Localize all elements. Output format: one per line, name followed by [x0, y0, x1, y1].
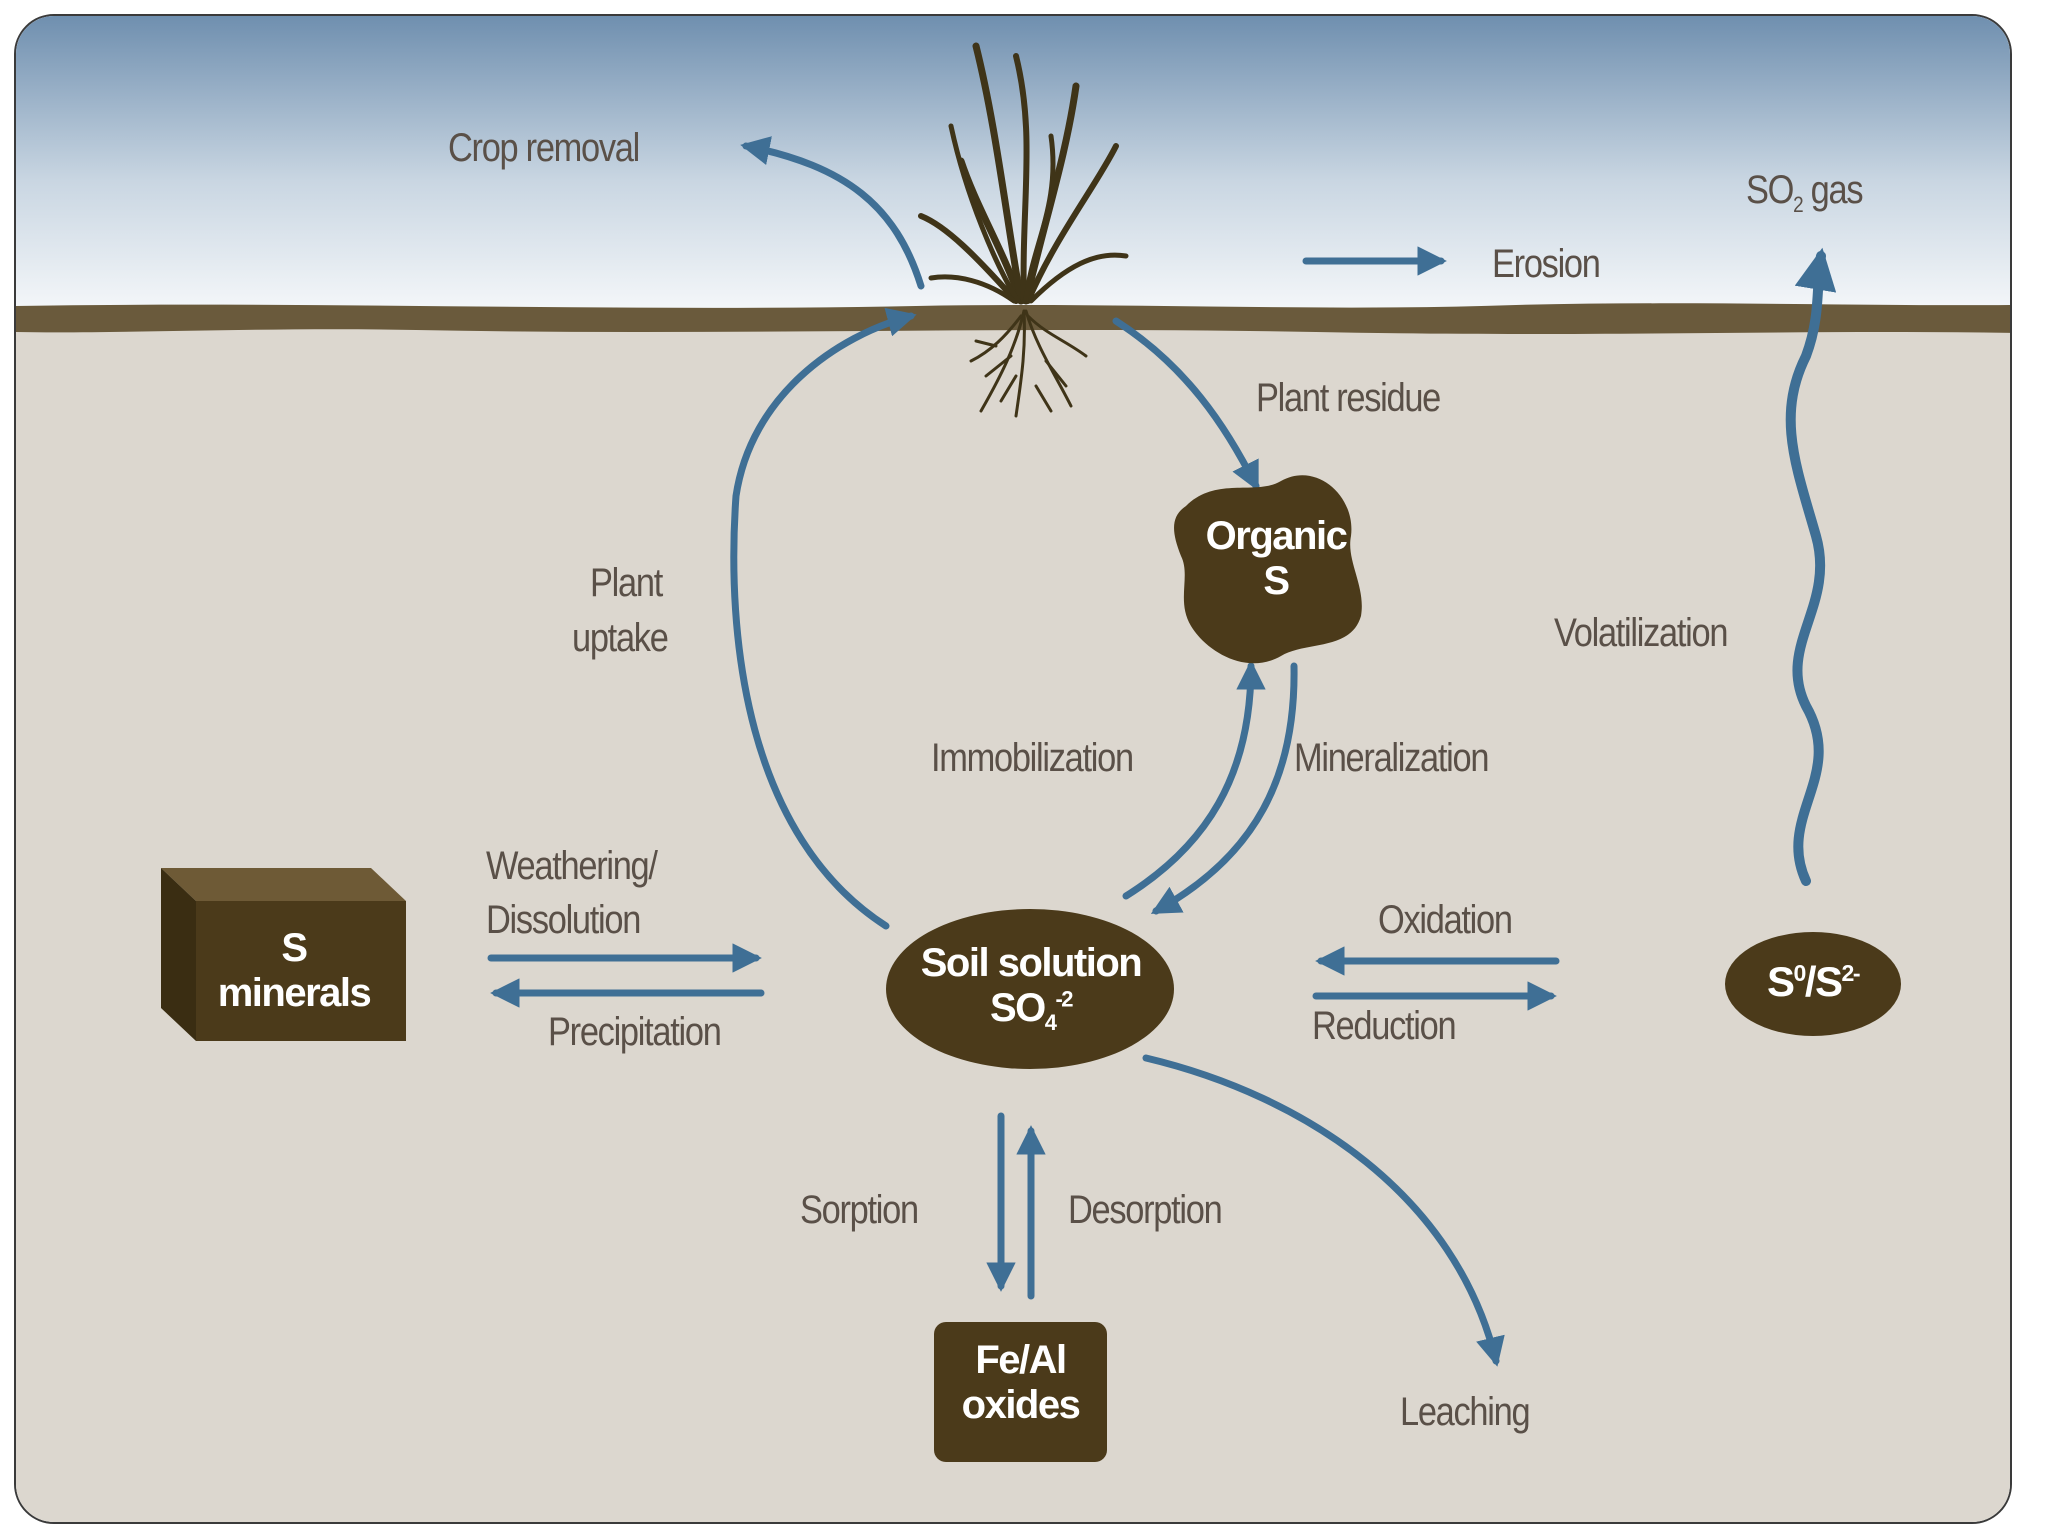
volatilization-label: Volatilization	[1554, 611, 1728, 655]
s-minerals-label: S minerals	[194, 926, 394, 1016]
weathering-label-2: Dissolution	[486, 898, 641, 942]
oxidation-label: Oxidation	[1378, 898, 1513, 942]
s0-s2-label: S0/S2-	[1766, 958, 1861, 1005]
erosion-label: Erosion	[1492, 242, 1601, 286]
organic-s-line1: Organic	[1205, 514, 1348, 558]
fe-al-oxides-box	[934, 1322, 1107, 1462]
soil-solution-line1: Soil solution	[920, 941, 1143, 985]
soil-solution-line2: SO4-2	[989, 985, 1074, 1035]
so2-gas-label: SO2 gas	[1746, 168, 1864, 217]
leaching-arrow	[1142, 1054, 1505, 1367]
immobilization-arrow	[1122, 660, 1266, 900]
soil-solution-ellipse	[886, 909, 1174, 1069]
organic-s-label: Organic S	[1181, 514, 1371, 604]
mineralization-label: Mineralization	[1294, 736, 1489, 780]
plant-uptake-label-1: Plant	[590, 561, 663, 605]
weathering-label-1: Weathering/	[486, 844, 658, 888]
organic-s-blob	[1174, 475, 1362, 664]
precipitation-label: Precipitation	[548, 1010, 722, 1054]
ground-surface	[16, 303, 2010, 334]
plant-roots-icon	[969, 309, 1088, 418]
immobilization-label: Immobilization	[931, 736, 1134, 780]
reduction-label: Reduction	[1312, 1004, 1457, 1048]
soil-solution-label: Soil solution SO4-2	[896, 941, 1166, 1035]
s-minerals-line2: minerals	[217, 970, 372, 1015]
sorption-label: Sorption	[800, 1188, 919, 1232]
organic-s-line2: S	[1263, 558, 1290, 603]
plant-residue-label: Plant residue	[1256, 376, 1441, 420]
plant-uptake-label-2: uptake	[572, 616, 669, 660]
volatilization-arrow	[1785, 247, 1837, 886]
slide-frame: Organic S S minerals Soil solution SO4-2…	[14, 14, 2012, 1524]
plant-residue-arrow	[1112, 317, 1260, 492]
desorption-label: Desorption	[1068, 1188, 1223, 1232]
crop-removal-arrow	[740, 136, 925, 290]
crop-removal-label: Crop removal	[448, 126, 640, 170]
sulfur-cycle-diagram	[16, 16, 2010, 1522]
s-minerals-line1: S	[281, 926, 308, 970]
s-minerals-box	[161, 868, 406, 1041]
fe-al-line2: oxides	[961, 1382, 1081, 1427]
fe-al-oxides-label: Fe/Al oxides	[934, 1338, 1107, 1428]
plant-uptake-arrow	[730, 307, 917, 930]
s0-s2-ellipse	[1725, 932, 1901, 1036]
plant-icon	[918, 42, 1129, 305]
leaching-label: Leaching	[1400, 1390, 1531, 1434]
mineralization-arrow	[1150, 662, 1298, 915]
fe-al-line1: Fe/Al	[975, 1338, 1067, 1382]
